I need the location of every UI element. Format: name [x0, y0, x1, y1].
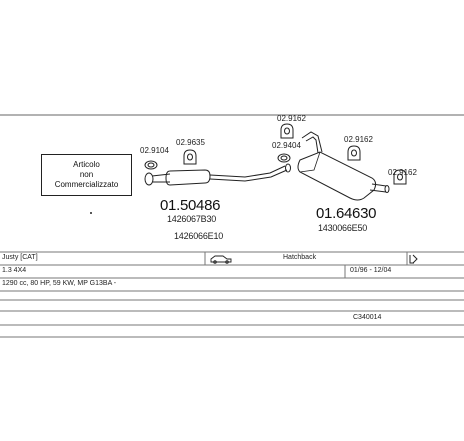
hanger-icon: [347, 145, 361, 161]
part-ref-hanger-front[interactable]: 02.9635: [176, 138, 205, 147]
vehicle-code: C340014: [353, 314, 382, 321]
rear-silencer-assembly: [297, 131, 390, 201]
dot-mark: [90, 212, 92, 214]
front-oem-1: 1426067B30: [167, 214, 217, 224]
part-ref-gasket-front[interactable]: 02.9104: [140, 146, 169, 155]
gasket-icon: [277, 153, 291, 163]
front-pipe-assembly: [144, 163, 291, 186]
exhaust-position-icon: [409, 254, 418, 264]
vehicle-model: Justy [CAT]: [2, 254, 38, 261]
notice-line-2: non: [79, 170, 94, 179]
notice-line-1: Articolo: [73, 160, 100, 169]
rear-oem: 1430066E50: [318, 223, 368, 233]
part-ref-hanger-rear-mid[interactable]: 02.9162: [344, 135, 373, 144]
gasket-icon: [144, 160, 158, 170]
rear-assembly-number[interactable]: 01.64630: [316, 205, 377, 222]
part-ref-gasket-rear[interactable]: 02.9404: [272, 141, 301, 150]
table-lines: [0, 251, 464, 338]
table-dividers: [204, 252, 408, 278]
front-assembly-number[interactable]: 01.50486: [160, 197, 221, 214]
not-commercialized-notice: Articolo non Commercializzato: [41, 154, 132, 196]
hanger-icon: [183, 149, 197, 165]
car-icon: [210, 255, 232, 264]
vehicle-variant: 1.3 4X4: [2, 267, 27, 274]
hanger-icon: [280, 123, 294, 139]
vehicle-body: Hatchback: [283, 254, 317, 261]
notice-line-3: Commercializzato: [54, 180, 119, 189]
vehicle-dates: 01/96 - 12/04: [350, 267, 392, 274]
hanger-icon: [393, 169, 407, 185]
front-oem-2: 1426066E10: [174, 231, 224, 241]
vehicle-engine: 1290 cc, 80 HP, 59 KW, MP G13BA -: [2, 280, 117, 287]
part-ref-hanger-rear-end[interactable]: 02.9162: [388, 168, 417, 177]
part-ref-hanger-rear-top[interactable]: 02.9162: [277, 114, 306, 123]
